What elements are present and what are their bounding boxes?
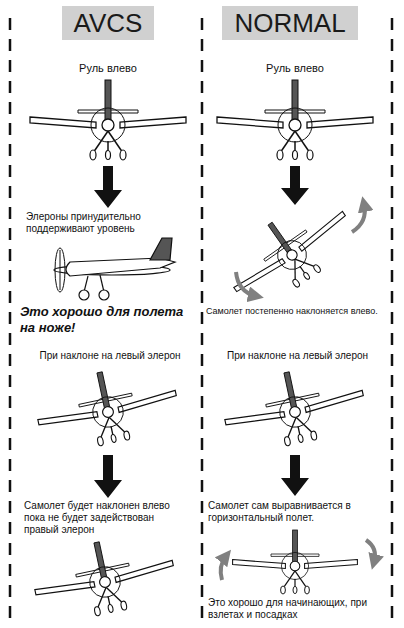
- caption-text: Руль влево: [225, 62, 365, 75]
- plane-rolled: [31, 358, 183, 458]
- caption-text: При наклоне на левый элерон: [30, 350, 190, 362]
- caption-text: При наклоне на левый элерон: [215, 350, 380, 362]
- header-text: NORMAL: [234, 8, 345, 38]
- plane-banked: [216, 186, 364, 318]
- header-box: NORMAL: [222, 6, 357, 40]
- plane-front: [217, 80, 373, 160]
- roll-arrow: [236, 272, 256, 296]
- header-box: AVCS: [62, 6, 155, 40]
- roll-arrow: [221, 556, 226, 580]
- caption-text: Самолет будет наклонен влево пока не буд…: [24, 500, 178, 536]
- caption-text: Самолет постепенно наклоняется влево.: [206, 306, 388, 317]
- caption-text: Это хорошо для начинающих, при взлетах и…: [208, 597, 386, 621]
- caption-text: Самолет сам выравнивается в горизонтальн…: [208, 500, 368, 524]
- plane-rolled: [218, 358, 370, 458]
- caption-text: Руль влево: [40, 62, 176, 75]
- caption-text: Это хорошо для полета на ноже!: [20, 304, 198, 335]
- header-text: AVCS: [74, 8, 143, 38]
- caption-text: Элероны принудительно поддерживают урове…: [26, 211, 176, 235]
- plane-level: [233, 530, 358, 594]
- roll-arrow: [366, 540, 375, 562]
- roll-arrow: [352, 204, 365, 232]
- column-separators: [10, 18, 392, 618]
- plane-rolled: [28, 528, 180, 628]
- plane-front: [30, 80, 186, 160]
- plane-side: [54, 238, 175, 300]
